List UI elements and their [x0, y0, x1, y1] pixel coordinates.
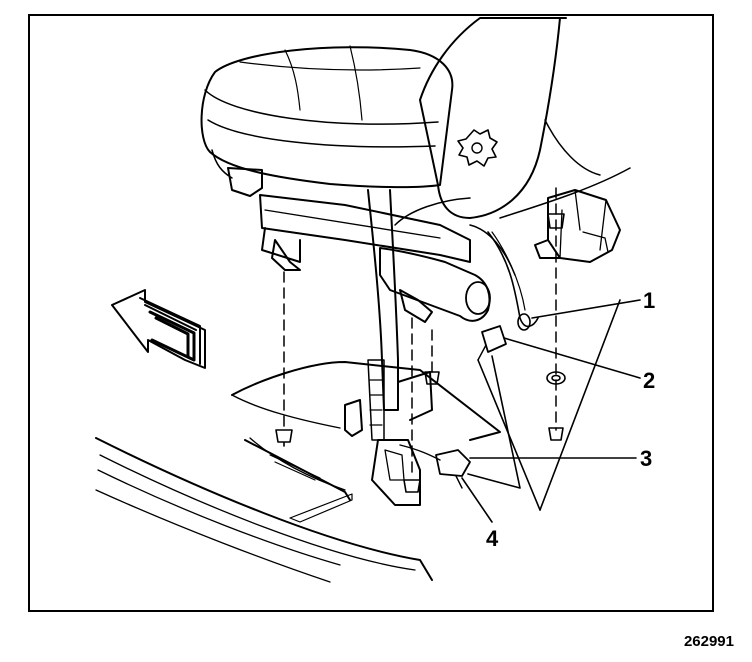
mounting-bolt-lines	[283, 187, 557, 479]
seat-back	[419, 17, 631, 219]
floor-pan	[95, 361, 501, 583]
figure-id-number: 262991	[683, 633, 734, 650]
seat-cushion	[200, 45, 454, 189]
wire-routing-lines	[467, 299, 621, 511]
callout-leaders	[461, 299, 641, 523]
seat-adjuster-track	[227, 167, 621, 331]
callout-2: 2	[643, 368, 656, 393]
bolt-icons	[275, 213, 566, 493]
callout-4: 4	[486, 526, 499, 551]
callout-1: 1	[643, 288, 656, 313]
electrical-connectors	[399, 325, 507, 489]
seat-belt-buckle	[344, 189, 433, 506]
recliner-knob-icon	[457, 129, 498, 167]
front-direction-arrow-icon	[111, 289, 206, 369]
callout-3: 3	[640, 446, 653, 471]
